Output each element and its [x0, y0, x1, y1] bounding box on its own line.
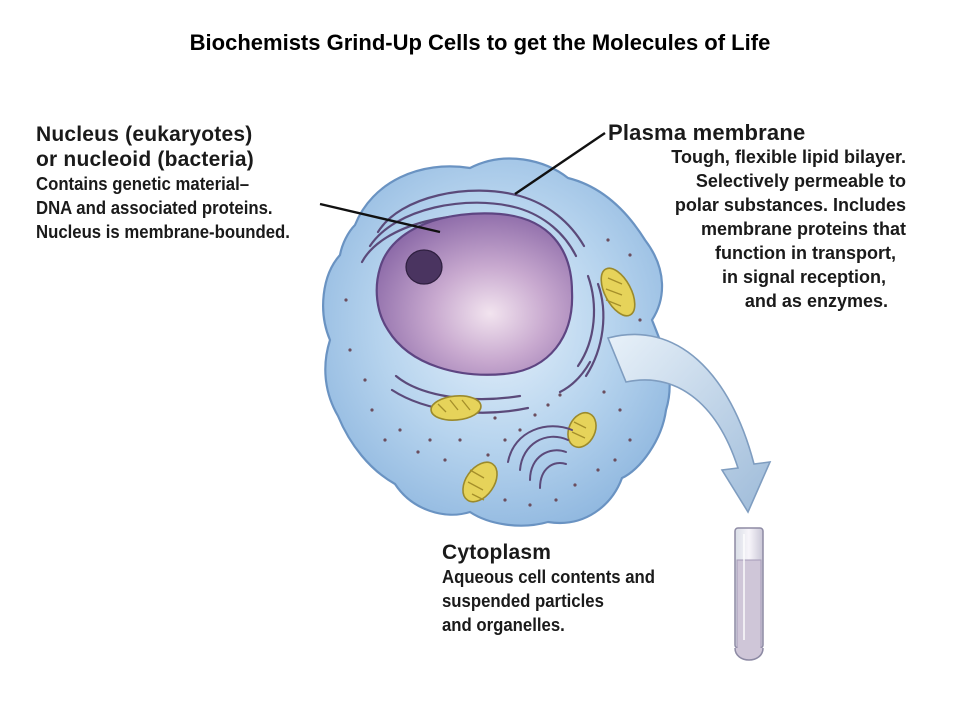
nucleus-heading-line1: Nucleus (eukaryotes): [36, 123, 253, 146]
nucleus-label: Nucleus (eukaryotes) or nucleoid (bacter…: [36, 122, 366, 244]
mitochondrion: [567, 411, 597, 449]
golgi-apparatus: [507, 425, 573, 489]
nucleus-description-line: DNA and associated proteins.: [36, 198, 273, 218]
plasma-membrane-description-line: membrane proteins that: [700, 219, 906, 239]
plasma-membrane-leader-line: [514, 132, 606, 195]
plasma-membrane-description-line: in signal reception,: [721, 267, 886, 287]
slide-title: Biochemists Grind-Up Cells to get the Mo…: [189, 30, 771, 55]
arrow-to-test-tube: [606, 333, 772, 514]
mitochondria: [430, 267, 636, 503]
mitochondrion: [600, 267, 636, 317]
nucleolus: [405, 249, 443, 285]
mitochondrion: [462, 461, 498, 503]
plasma-membrane-description-line: Tough, flexible lipid bilayer.: [671, 147, 906, 167]
test-tube: [734, 527, 764, 661]
cytoplasm-description-line: and organelles.: [442, 615, 565, 635]
plasma-membrane-description-line: Selectively permeable to: [695, 171, 906, 191]
nucleus-description-line: Contains genetic material–: [36, 174, 250, 194]
mitochondrion: [430, 395, 482, 421]
nucleus-leader-line: [319, 202, 441, 234]
nucleus: [375, 212, 574, 376]
cytoplasm-description-line: suspended particles: [442, 591, 604, 611]
plasma-membrane-label: Plasma membrane Tough, flexible lipid bi…: [598, 120, 938, 313]
cytoplasm-heading: Cytoplasm: [442, 541, 552, 564]
plasma-membrane-description-line: function in transport,: [715, 243, 896, 263]
nucleus-description-line: Nucleus is membrane-bounded.: [36, 222, 290, 242]
nucleus-heading-line2: or nucleoid (bacteria): [36, 148, 254, 171]
plasma-membrane-heading: Plasma membrane: [608, 120, 806, 145]
plasma-membrane-description-line: and as enzymes.: [744, 291, 888, 311]
cytoplasm-label: Cytoplasm Aqueous cell contents and susp…: [442, 540, 762, 637]
cytoplasm-description-line: Aqueous cell contents and: [442, 567, 656, 587]
plasma-membrane-description-line: polar substances. Includes: [674, 195, 906, 215]
